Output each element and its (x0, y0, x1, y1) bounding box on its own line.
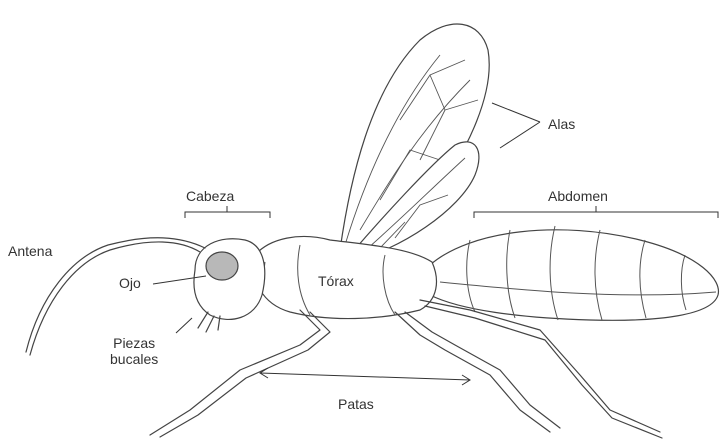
patas-pointer (260, 373, 470, 380)
label-abdomen: Abdomen (548, 189, 608, 203)
label-cabeza: Cabeza (186, 189, 234, 203)
legs (150, 300, 662, 438)
label-piezas-bucales: Piezas bucales (110, 335, 158, 367)
label-torax: Tórax (318, 274, 354, 288)
eye-shape (206, 252, 238, 280)
piezas-pointer (176, 318, 192, 333)
label-antena: Antena (8, 244, 52, 258)
head-body (194, 239, 265, 332)
abdomen-bracket (474, 206, 718, 218)
label-piezas-line2: bucales (110, 351, 158, 367)
label-ojo: Ojo (119, 276, 141, 290)
label-patas: Patas (338, 397, 374, 411)
label-piezas-line1: Piezas (110, 335, 158, 351)
alas-pointer (492, 103, 540, 148)
cabeza-bracket (185, 206, 270, 218)
label-alas: Alas (548, 117, 575, 131)
abdomen-body (430, 226, 718, 320)
